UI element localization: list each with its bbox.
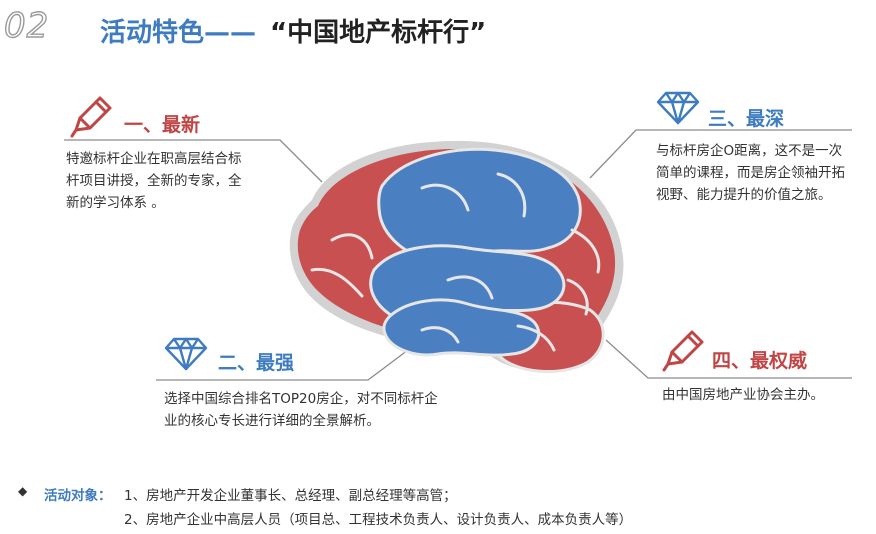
feature-2-title: 二、最强 xyxy=(218,352,295,374)
page-title: 活动特色—— “中国地产标杆行” xyxy=(100,12,486,49)
feature-3-title: 三、最深 xyxy=(708,108,785,130)
feature-3-line: 视野、能力提升的价值之旅。 xyxy=(656,187,832,203)
connector-feature-3 xyxy=(589,129,852,179)
feature-3-line: 与标杆房企O距离，这不是一次 xyxy=(656,143,843,159)
pencil-icon xyxy=(70,96,112,138)
target-item-1: 1、房地产开发企业董事长、总经理、副总经理等高管； xyxy=(124,488,457,504)
section-number: 02 xyxy=(3,5,50,46)
diamond-icon xyxy=(164,337,208,371)
page-title-main: 活动特色—— xyxy=(100,18,257,48)
feature-1-line: 特邀标杆企业在职高层结合标 xyxy=(66,151,242,167)
feature-2-line: 选择中国综合排名TOP20房企，对不同标杆企 xyxy=(164,391,438,407)
diamond-icon xyxy=(656,91,700,125)
brain-icon xyxy=(289,140,624,373)
page-title-quote: “中国地产标杆行” xyxy=(270,18,487,48)
feature-3-line: 简单的课程，而是房企领袖开拓 xyxy=(656,165,845,181)
feature-2-line: 业的核心专长进行详细的全景解析。 xyxy=(164,413,380,429)
feature-1-desc: 特邀标杆企业在职高层结合标 杆项目讲授，全新的专家，全 新的学习体系 。 xyxy=(66,148,286,214)
feature-4-line: 由中国房地产业协会主办。 xyxy=(662,387,824,403)
bullet-diamond-icon: ◆ xyxy=(18,484,28,498)
feature-4-desc: 由中国房地产业协会主办。 xyxy=(662,384,862,406)
pencil-icon xyxy=(662,330,704,372)
feature-1-title: 一、最新 xyxy=(124,114,201,136)
connector-feature-4 xyxy=(605,339,852,379)
feature-4-title: 四、最权威 xyxy=(712,350,808,372)
feature-3-desc: 与标杆房企O距离，这不是一次 简单的课程，而是房企领袖开拓 视野、能力提升的价值… xyxy=(656,140,870,206)
target-item-2: 2、房地产企业中高层人员（项目总、工程技术负责人、设计负责人、成本负责人等） xyxy=(124,512,633,528)
connector-feature-2 xyxy=(156,349,409,381)
feature-2-desc: 选择中国综合排名TOP20房企，对不同标杆企 业的核心专长进行详细的全景解析。 xyxy=(164,388,484,432)
feature-1-line: 杆项目讲授，全新的专家，全 xyxy=(66,173,242,189)
feature-1-line: 新的学习体系 。 xyxy=(66,195,165,211)
targets-label: 活动对象： xyxy=(44,488,112,504)
connector-feature-1 xyxy=(64,139,323,183)
